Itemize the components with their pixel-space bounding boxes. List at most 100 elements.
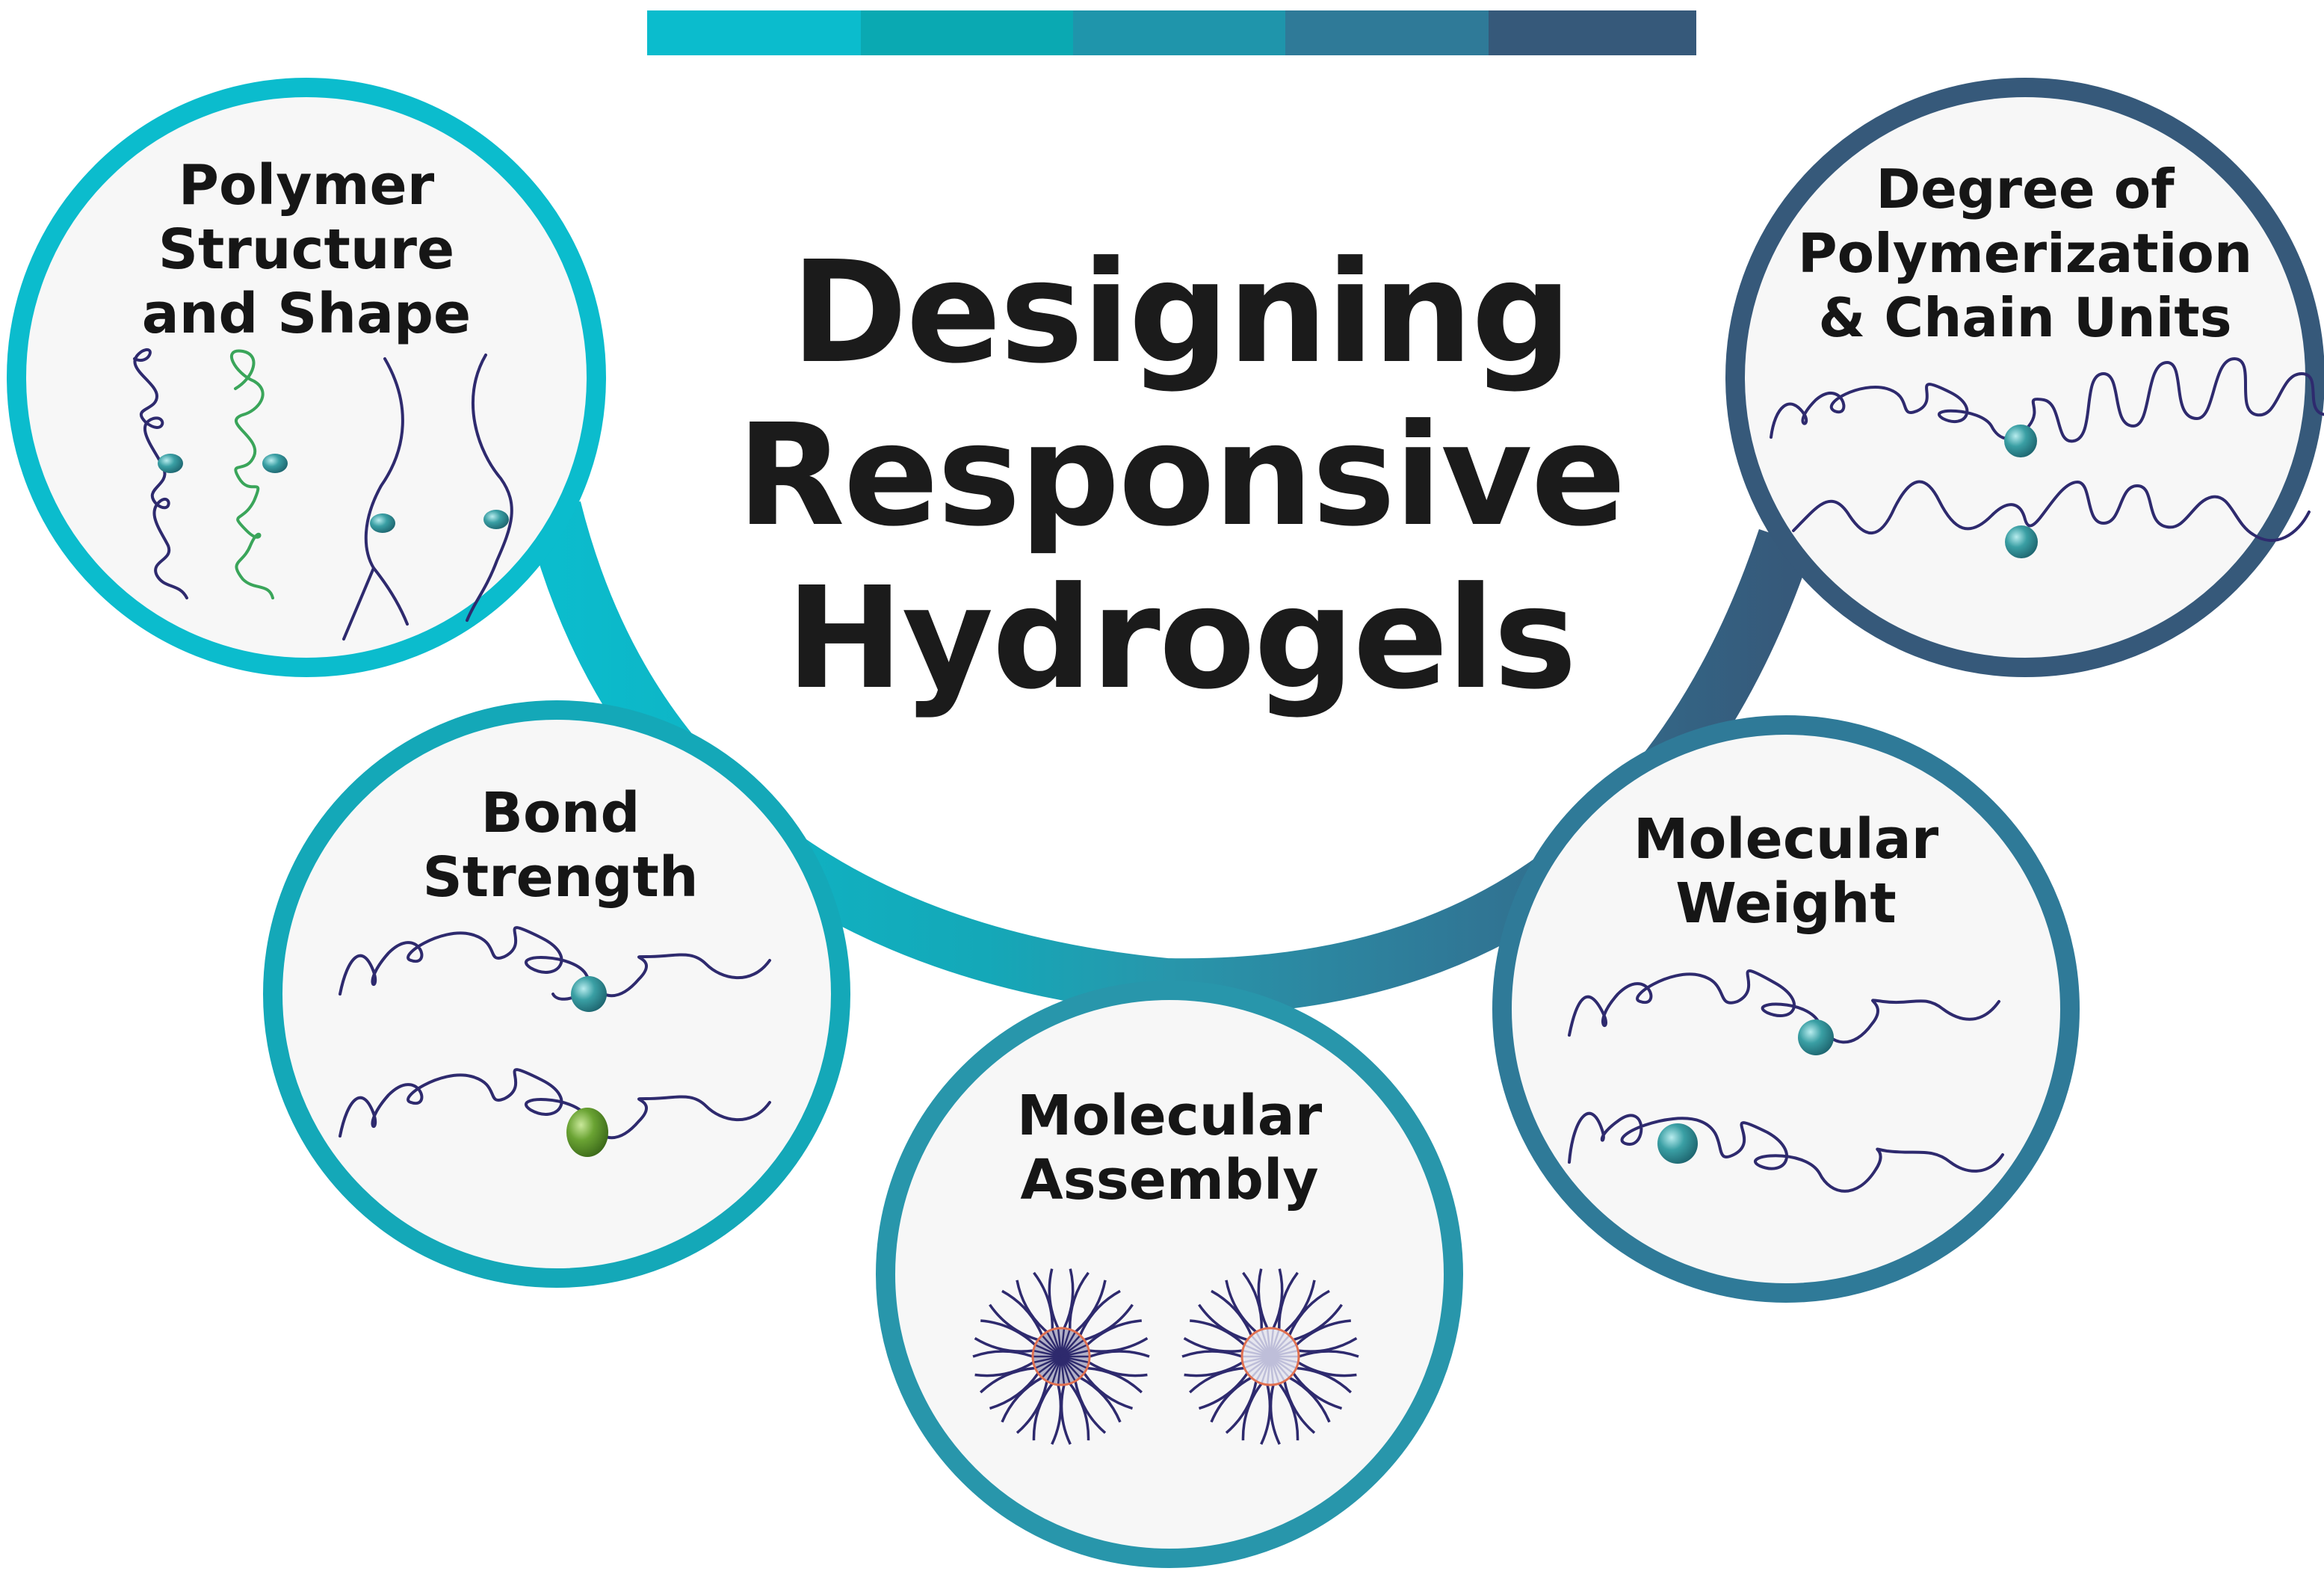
- node-label-line: Polymerization: [1797, 222, 2253, 285]
- micelle-chain: [1297, 1337, 1358, 1353]
- micelle-core-line: [1269, 1331, 1286, 1357]
- micelle-chain: [1283, 1380, 1316, 1434]
- micelle-chain: [1283, 1280, 1316, 1333]
- micelle-core-line: [1270, 1344, 1297, 1358]
- micelle-core-line: [1255, 1356, 1272, 1382]
- micelle-core-line: [1060, 1356, 1071, 1384]
- top-bar-segment: [647, 10, 861, 55]
- micelle-core-line: [1250, 1356, 1271, 1379]
- micelle-core-line: [1269, 1356, 1275, 1385]
- micelle-core-line: [1270, 1339, 1294, 1358]
- micelle-chain: [980, 1319, 1036, 1346]
- node-circle-polymer-structure: [7, 78, 606, 677]
- micelle-chain: [1288, 1376, 1331, 1423]
- micelle-chain: [1277, 1271, 1299, 1330]
- node-label-line: Weight: [1675, 871, 1897, 936]
- micelle-core-line: [1057, 1328, 1063, 1357]
- micelle-core-line: [1045, 1331, 1063, 1357]
- micelle-core-line: [1269, 1356, 1280, 1384]
- micelle-chain: [1298, 1350, 1359, 1358]
- micelle-core-line: [1057, 1356, 1063, 1385]
- title-line: Responsive: [736, 394, 1626, 558]
- micelle-core-line: [1060, 1331, 1077, 1357]
- micelle-chain: [989, 1372, 1039, 1410]
- micelle-chain: [1198, 1303, 1248, 1342]
- micelle-core-line: [1060, 1328, 1066, 1357]
- micelle-chain: [1087, 1366, 1143, 1394]
- micelle-chain: [1278, 1383, 1299, 1441]
- micelle-core-line: [1060, 1355, 1085, 1374]
- micelle-core-line: [1033, 1349, 1062, 1358]
- node-label-line: Bond: [480, 781, 640, 845]
- micelle-core-line: [1270, 1355, 1294, 1374]
- node-label-line: Strength: [422, 845, 699, 910]
- micelle-core-line: [1266, 1356, 1272, 1385]
- molecular-assembly-illustration: [972, 1268, 1359, 1445]
- micelle-chain: [1048, 1268, 1060, 1329]
- polymerization-illustration: [1770, 357, 2324, 543]
- micelle-core-line: [1270, 1356, 1291, 1379]
- micelle-core-line: [1270, 1334, 1291, 1357]
- micelle-core-line: [1269, 1328, 1275, 1357]
- micelle-core-line: [1060, 1356, 1066, 1385]
- micelle-core-line: [1270, 1355, 1297, 1369]
- top-bar-segment: [1073, 10, 1285, 55]
- top-bar-segment: [861, 10, 1073, 55]
- micelle-core-line: [1243, 1355, 1271, 1369]
- micelle-chain: [1078, 1289, 1121, 1336]
- node-label-line: Assembly: [1020, 1148, 1319, 1212]
- node-circle-molecular-assembly: [876, 981, 1463, 1568]
- node-circle-molecular-weight: [1492, 715, 2080, 1303]
- node-label-degree-of-polymerization: Degree of Polymerization & Chain Units: [1734, 157, 2317, 350]
- micelle-chain: [1269, 1384, 1281, 1445]
- micelle-chain: [1296, 1366, 1353, 1394]
- micelle-core-line: [1270, 1355, 1299, 1364]
- micelle-chain: [1088, 1361, 1148, 1377]
- micelle-chain: [1241, 1383, 1263, 1441]
- node-label-line: Molecular: [1633, 807, 1939, 871]
- micelle-core-line: [1051, 1329, 1063, 1357]
- micelle-chain: [979, 1366, 1036, 1394]
- micelle-chain: [1089, 1350, 1150, 1358]
- micelle-chain: [1188, 1366, 1245, 1394]
- micelle-chain: [1051, 1384, 1063, 1445]
- micelle-core-line: [1266, 1328, 1272, 1357]
- micelle-chain: [974, 1337, 1034, 1353]
- micelle-core: [1240, 1327, 1300, 1386]
- micelle-chain: [1084, 1303, 1134, 1342]
- micelle-core-line: [1246, 1355, 1271, 1374]
- node-circle-bond-strength: [263, 700, 850, 1288]
- micelle-chain: [1295, 1319, 1351, 1346]
- micelle-core-line: [1060, 1356, 1081, 1379]
- micelle-chain: [1074, 1380, 1107, 1434]
- node-label-line: Structure: [158, 217, 455, 282]
- node-label-molecular-weight: Molecular Weight: [1562, 807, 2010, 936]
- micelle-chain: [1068, 1271, 1090, 1330]
- micelle-chain: [1260, 1384, 1272, 1445]
- node-label-polymer-structure: Polymer Structure and Shape: [82, 153, 531, 346]
- micelle-core-line: [1051, 1356, 1063, 1384]
- micelle-core-line: [1045, 1356, 1063, 1382]
- micelle-chain: [972, 1350, 1033, 1358]
- micelle-core: [1031, 1327, 1091, 1386]
- micelle-chain: [1225, 1380, 1258, 1434]
- micelle-core-line: [1041, 1334, 1062, 1357]
- node-circle-degree-of-polymerization: [1725, 78, 2324, 677]
- micelle-chain: [974, 1361, 1034, 1377]
- micelle-icon: [1181, 1268, 1359, 1445]
- node-label-line: Polymer: [178, 153, 435, 217]
- micelle-core-line: [1242, 1355, 1271, 1364]
- micelle-core-line: [1060, 1349, 1090, 1358]
- micelle-chain: [1016, 1280, 1048, 1333]
- micelle-chain: [1016, 1380, 1048, 1434]
- molecular-weight-illustration: [1568, 969, 2004, 1193]
- micelle-chain: [1033, 1271, 1054, 1330]
- molecular-weight-beads: [1657, 1019, 1834, 1164]
- micelle-chain: [1257, 1268, 1269, 1329]
- bond-strength-beads: [566, 976, 608, 1157]
- micelle-core-line: [1041, 1356, 1062, 1379]
- title-line: Hydrogels: [785, 557, 1577, 720]
- micelle-core-line: [1269, 1329, 1280, 1357]
